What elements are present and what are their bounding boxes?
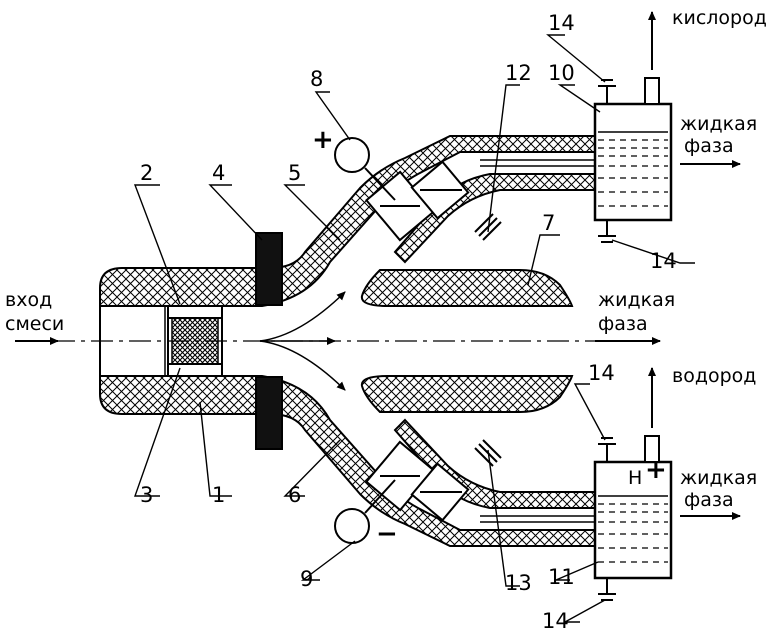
magnet-lower	[255, 376, 283, 450]
outlet-top-label-1: жидкая	[680, 113, 757, 135]
tank-top	[593, 77, 673, 243]
lower-branch-inner-wall	[360, 375, 574, 413]
magnet-upper	[255, 232, 283, 306]
part-2: 2	[140, 161, 153, 185]
part-11: 11	[548, 565, 575, 589]
part-1: 1	[212, 483, 225, 507]
part-9: 9	[300, 567, 313, 591]
source-negative	[334, 508, 370, 544]
part-14-mid-bottom: 14	[588, 361, 615, 385]
part-7: 7	[542, 211, 555, 235]
part-14-mid-top: 14	[650, 249, 677, 273]
part-14-top: 14	[548, 11, 575, 35]
upper-branch-inner-wall	[360, 269, 574, 307]
part-10: 10	[548, 61, 575, 85]
part-12: 12	[505, 61, 532, 85]
outlet-bottom-label-1: жидкая	[680, 467, 757, 489]
part-14-bottom: 14	[542, 609, 569, 633]
outlet-main-label-2: фаза	[598, 313, 648, 335]
source-positive	[334, 137, 370, 173]
tank-bottom	[593, 435, 673, 601]
part-13: 13	[505, 571, 532, 595]
hydrogen-label: водород	[672, 365, 756, 387]
part-8: 8	[310, 67, 323, 91]
ion-charge: +	[645, 455, 667, 485]
outlet-main-label-1: жидкая	[598, 289, 675, 311]
outlet-bottom-label-2: фаза	[684, 489, 734, 511]
part-6: 6	[288, 483, 301, 507]
part-5: 5	[288, 161, 301, 185]
plus-sign: +	[312, 125, 334, 155]
electrode-upper	[365, 160, 470, 242]
oxygen-label: кислород	[672, 7, 767, 29]
inlet-label-2: смеси	[5, 313, 64, 335]
minus-sign: −	[376, 519, 398, 549]
ion-label: H	[628, 467, 642, 489]
part-4: 4	[212, 161, 225, 185]
inlet-label-1: вход	[5, 289, 52, 311]
part-3: 3	[140, 483, 153, 507]
outlet-top-label-2: фаза	[684, 135, 734, 157]
